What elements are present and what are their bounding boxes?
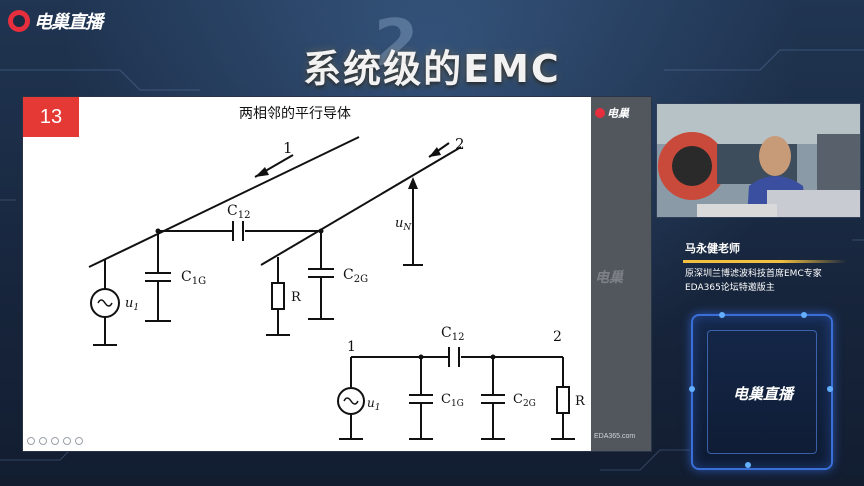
title-deco-number: 2	[374, 7, 419, 81]
slide-viewer: 两相邻的平行导体	[22, 96, 652, 452]
speaker-title-1: 原深圳兰博滤波科技首席EMC专家	[685, 269, 822, 279]
toolbar-next-icon[interactable]	[39, 437, 47, 445]
speaker-name: 马永健老师	[685, 242, 740, 255]
panel-dot-icon	[689, 386, 695, 392]
toolbar-menu-icon[interactable]	[75, 437, 83, 445]
slide-side-panel: 电巢 电巢 EDA365.com	[591, 97, 651, 451]
label-u1-top: u1	[125, 296, 139, 313]
label-u1-bottom: u1	[367, 396, 380, 413]
label-c2g-bottom: C2G	[513, 392, 536, 409]
panel-dot-icon	[801, 312, 807, 318]
label-c2g-top: C2G	[343, 267, 368, 285]
slide-heading: 两相邻的平行导体	[239, 106, 351, 122]
site-url: EDA365.com	[594, 433, 636, 440]
side-logo-text: 电巢	[607, 107, 629, 120]
label-node-1: 1	[347, 339, 356, 355]
toolbar-zoom-icon[interactable]	[63, 437, 71, 445]
brand-logo: 电巢直播	[8, 8, 103, 34]
label-c1g-top: C1G	[181, 269, 206, 287]
label-node-2: 2	[553, 329, 562, 345]
slide: 两相邻的平行导体	[23, 97, 591, 451]
label-wire-2: 2	[455, 135, 465, 153]
panel-dot-icon	[827, 386, 833, 392]
label-r-top: R	[291, 290, 302, 305]
panel-dot-icon	[745, 462, 751, 468]
side-logo-icon	[595, 108, 605, 118]
label-c1g-bottom: C1G	[441, 392, 464, 409]
panel-dot-icon	[719, 312, 725, 318]
webcam-image	[657, 104, 860, 217]
speaker-divider	[683, 260, 847, 263]
brand-logo-panel: 电巢直播	[689, 312, 833, 470]
side-watermark: 电巢	[595, 270, 623, 286]
brand-logo-text: 电巢直播	[34, 12, 103, 33]
brand-logo-icon	[8, 10, 30, 32]
speaker-card: 马永健老师 原深圳兰博滤波科技首席EMC专家 EDA365论坛特邀版主	[683, 240, 853, 302]
circuit-diagram: 两相邻的平行导体	[88, 106, 586, 440]
slide-toolbar	[27, 437, 83, 447]
slide-number-badge: 13	[23, 97, 79, 137]
brand-logo-panel-text: 电巢直播	[732, 385, 793, 403]
side-logo: 电巢	[595, 105, 629, 121]
label-un: uN	[395, 216, 412, 233]
toolbar-prev-icon[interactable]	[27, 437, 35, 445]
label-r-bottom: R	[575, 394, 586, 409]
page-title: 系统级的EMC	[303, 47, 561, 91]
label-wire-1: 1	[283, 139, 293, 157]
label-c12-top: C12	[227, 203, 250, 221]
brand-logo-panel-inner: 电巢直播	[707, 330, 817, 454]
toolbar-pen-icon[interactable]	[51, 437, 59, 445]
speaker-title-2: EDA365论坛特邀版主	[685, 283, 775, 293]
label-c12-bottom: C12	[441, 325, 464, 343]
webcam-feed	[656, 103, 861, 218]
